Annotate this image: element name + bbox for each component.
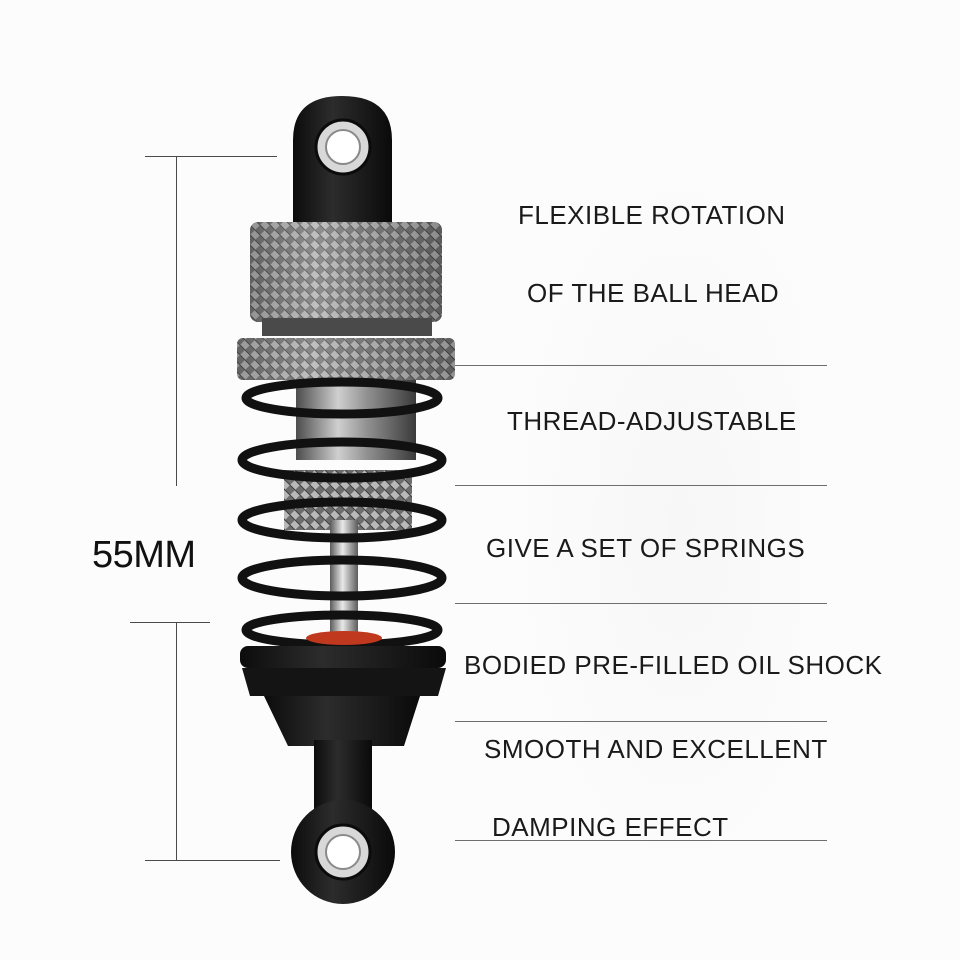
- oil-seal-oring: [306, 631, 382, 645]
- background-highlight: [500, 140, 800, 900]
- dimension-mid-tick: [130, 622, 210, 623]
- feature-springs: GIVE A SET OF SPRINGS: [486, 533, 806, 563]
- divider-5: [455, 840, 827, 841]
- dimension-top-tick: [145, 156, 277, 157]
- divider-3: [455, 603, 827, 604]
- upper-knurled-cap: [250, 222, 442, 336]
- dimension-upper-line: [176, 156, 177, 486]
- feature-thread-adjustable: THREAD-ADJUSTABLE: [507, 406, 797, 436]
- feature-flexible-rotation: FLEXIBLE ROTATION: [518, 200, 786, 230]
- divider-1: [455, 365, 827, 366]
- top-rod-end: [293, 96, 392, 222]
- dimension-label: 55MM: [92, 534, 196, 576]
- feature-smooth: SMOOTH AND EXCELLENT: [484, 734, 828, 764]
- dimension-lower-line: [176, 622, 177, 860]
- lower-spring-seat: [240, 646, 446, 746]
- feature-ball-head: OF THE BALL HEAD: [527, 278, 780, 308]
- thread-adjustment-nut: [237, 338, 455, 380]
- feature-oil-shock: BODIED PRE-FILLED OIL SHOCK: [464, 650, 883, 680]
- bottom-rod-end: [291, 740, 395, 904]
- divider-4: [455, 721, 827, 722]
- divider-2: [455, 485, 827, 486]
- feature-damping: DAMPING EFFECT: [492, 812, 729, 842]
- coil-spring: [237, 377, 447, 650]
- dimension-bottom-tick: [145, 860, 280, 861]
